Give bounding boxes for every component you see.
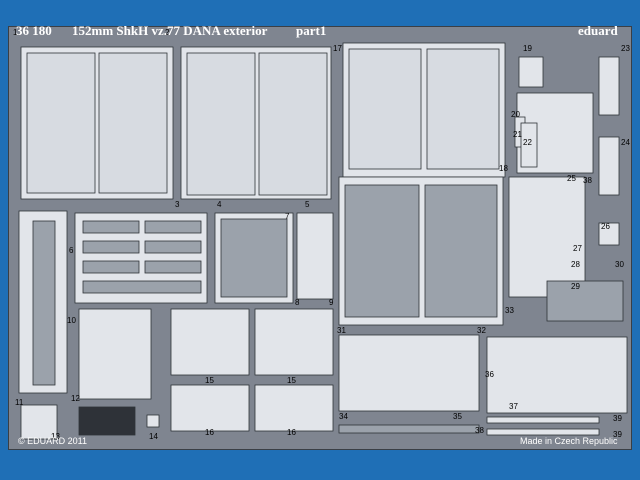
part-19 <box>518 56 544 88</box>
part-panel-4-inner <box>258 52 328 196</box>
photo-etch-fret: 1 2 3 4 5 6 7 8 9 10 11 12 13 14 15 15 1… <box>8 26 632 450</box>
part-16-b <box>254 384 334 432</box>
part-number-4: 4 <box>217 200 222 209</box>
part-number-21: 21 <box>513 130 522 139</box>
fret-part: part1 <box>296 23 327 38</box>
part-10-rack <box>32 220 56 386</box>
part-number-32: 32 <box>477 326 486 335</box>
part-number-25: 25 <box>567 174 576 183</box>
part-number-18: 18 <box>499 164 508 173</box>
part-panel-2-inner <box>98 52 168 194</box>
part-number-16a: 16 <box>205 428 214 437</box>
part-number-39b: 39 <box>613 430 622 439</box>
part-number-31: 31 <box>337 326 346 335</box>
part-number-23: 23 <box>621 44 630 53</box>
part-panel-17-inner <box>348 48 422 170</box>
part-number-24: 24 <box>621 138 630 147</box>
part-number-30: 30 <box>615 260 624 269</box>
part-32 <box>338 334 480 412</box>
part-11 <box>20 404 58 440</box>
part-29 <box>546 280 624 322</box>
part-6-slot-f <box>144 260 202 274</box>
part-6-slot-c <box>82 240 140 254</box>
part-12 <box>78 308 152 400</box>
part-number-36: 36 <box>485 370 494 379</box>
part-7-inner <box>220 218 288 298</box>
part-number-39a: 39 <box>613 414 622 423</box>
part-number-13: 13 <box>51 432 60 441</box>
part-number-19: 19 <box>523 44 532 53</box>
part-number-17: 17 <box>333 44 342 53</box>
part-6-slot-b <box>144 220 202 234</box>
part-31-inner-a <box>344 184 420 318</box>
part-number-37: 37 <box>509 402 518 411</box>
part-15-a <box>170 308 250 376</box>
part-22 <box>520 122 538 168</box>
part-number-1: 1 <box>13 28 18 37</box>
part-number-11: 11 <box>15 398 24 407</box>
part-number-20: 20 <box>511 110 520 119</box>
brand-label: eduard <box>578 23 618 38</box>
part-number-26: 26 <box>601 222 610 231</box>
part-31-inner-b <box>424 184 498 318</box>
part-number-16b: 16 <box>287 428 296 437</box>
fret-code: 36 180 <box>16 23 52 38</box>
part-number-29: 29 <box>571 282 580 291</box>
part-number-6: 6 <box>69 246 74 255</box>
part-number-14: 14 <box>149 432 158 441</box>
part-number-38a: 38 <box>583 176 592 185</box>
part-number-8: 8 <box>295 298 300 307</box>
part-13 <box>78 406 136 436</box>
part-15-b <box>254 308 334 376</box>
part-number-12: 12 <box>71 394 80 403</box>
part-number-2: 2 <box>165 28 170 37</box>
part-6-slot-e <box>82 260 140 274</box>
part-16-a <box>170 384 250 432</box>
part-panel-18-inner <box>426 48 500 170</box>
part-8 <box>296 212 334 300</box>
part-panel-1-inner <box>26 52 96 194</box>
part-number-10: 10 <box>67 316 76 325</box>
part-number-27: 27 <box>573 244 582 253</box>
fret-drawing <box>18 42 628 440</box>
part-number-9: 9 <box>329 298 334 307</box>
part-26 <box>598 222 620 246</box>
part-number-35: 35 <box>453 412 462 421</box>
part-number-28: 28 <box>571 260 580 269</box>
copyright-label: © EDUARD 2011 <box>18 436 87 446</box>
origin-label: Made in Czech Republic <box>520 436 618 446</box>
part-number-34: 34 <box>339 412 348 421</box>
part-6-slot-g <box>82 280 202 294</box>
part-number-7: 7 <box>285 212 290 221</box>
part-27 <box>508 176 586 298</box>
part-39-a <box>486 416 600 424</box>
part-36 <box>486 336 628 414</box>
part-6-slot-d <box>144 240 202 254</box>
part-34-rail <box>338 424 480 434</box>
part-number-3: 3 <box>175 200 180 209</box>
part-number-15a: 15 <box>205 376 214 385</box>
part-number-33: 33 <box>505 306 514 315</box>
part-panel-3-inner <box>186 52 256 196</box>
part-14 <box>146 414 160 428</box>
part-23 <box>598 56 620 116</box>
fret-title: 152mm ShkH vz.77 DANA exterior <box>72 23 268 38</box>
part-24 <box>598 136 620 196</box>
part-number-38b: 38 <box>475 426 484 435</box>
part-6-slot-a <box>82 220 140 234</box>
part-number-15b: 15 <box>287 376 296 385</box>
part-39-b <box>486 428 600 436</box>
part-number-22: 22 <box>523 138 532 147</box>
part-number-5: 5 <box>305 200 310 209</box>
